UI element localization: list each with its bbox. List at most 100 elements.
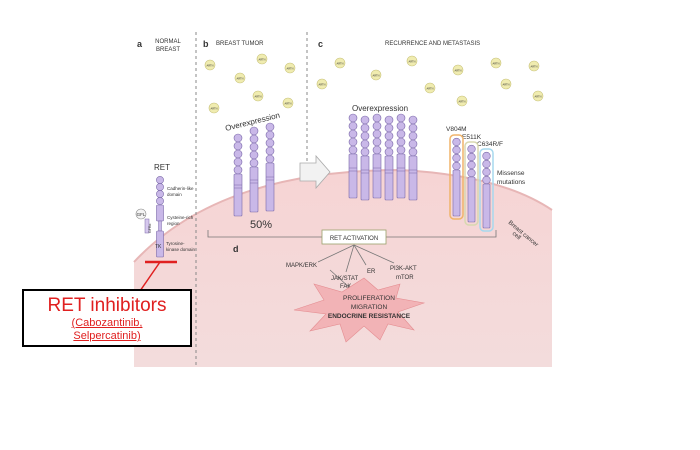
outcome-migration: MIGRATION bbox=[351, 304, 388, 311]
mutant-receptor-c634r bbox=[479, 148, 494, 232]
ligand-group: ARTN ARTN ARTN ARTN ARTN ARTN ARTN ARTN … bbox=[204, 53, 544, 114]
metastasis-receptor bbox=[408, 115, 418, 201]
outcome-starburst bbox=[293, 277, 426, 343]
svg-text:ARTN: ARTN bbox=[286, 67, 293, 71]
ligand: ARTN bbox=[424, 82, 436, 94]
gfl-label: GFL bbox=[137, 212, 146, 217]
panel-d-letter: d bbox=[233, 244, 239, 254]
ligand: ARTN bbox=[452, 64, 464, 76]
normal-ret-receptor: RET GFL GFRα TK Cadherin-like domain Cys… bbox=[135, 163, 196, 258]
missense-label-1: Missense bbox=[497, 170, 525, 177]
panel-a-title-1: NORMAL bbox=[155, 39, 181, 45]
svg-text:ARTN: ARTN bbox=[426, 87, 433, 91]
panel-c-letter: c bbox=[318, 39, 323, 49]
missense-label-2: mutations bbox=[497, 179, 526, 186]
tyrosine-label-1: Tyrosine- bbox=[166, 241, 185, 246]
ligand: ARTN bbox=[334, 57, 346, 69]
ligand: ARTN bbox=[208, 102, 220, 114]
cadherin-label-2: domain bbox=[167, 192, 182, 197]
svg-text:ARTN: ARTN bbox=[530, 65, 537, 69]
gfra-label: GFRα bbox=[148, 224, 152, 233]
tyrosine-label-2: kinase domain bbox=[166, 247, 196, 252]
inhibitor-connector bbox=[139, 261, 161, 292]
ligand: ARTN bbox=[256, 53, 268, 65]
svg-text:ARTN: ARTN bbox=[492, 62, 499, 66]
panel-a-title-2: BREAST bbox=[156, 47, 180, 53]
ret-inhibitors-drugs-1: (Cabozantinib, bbox=[71, 317, 143, 329]
svg-text:ARTN: ARTN bbox=[534, 95, 541, 99]
svg-text:ARTN: ARTN bbox=[318, 83, 325, 87]
metastasis-receptor-group bbox=[348, 113, 418, 201]
mutation-c634r: C634R/F bbox=[477, 141, 503, 148]
ligand: ARTN bbox=[500, 78, 512, 90]
panel-a-letter: a bbox=[137, 39, 143, 49]
pathway-mapk: MAPK/ERK bbox=[286, 263, 317, 269]
svg-text:ARTN: ARTN bbox=[254, 95, 261, 99]
pathway-pi3k-akt: PI3K-AKT bbox=[390, 266, 417, 272]
svg-text:ARTN: ARTN bbox=[236, 77, 243, 81]
cysteine-label-2: region bbox=[167, 221, 180, 226]
ligand: ARTN bbox=[456, 95, 468, 107]
pathway-fak: FAK bbox=[340, 284, 351, 290]
ret-inhibitors-drugs-2: Selpercatinib) bbox=[73, 330, 141, 342]
svg-text:ARTN: ARTN bbox=[408, 60, 415, 64]
ret-label: RET bbox=[154, 163, 170, 172]
ret-inhibitors-callout: RET inhibitors (Cabozantinib, Selpercati… bbox=[22, 289, 192, 347]
ligand: ARTN bbox=[490, 57, 502, 69]
ligand: ARTN bbox=[204, 59, 216, 71]
mutant-receptor-v804m bbox=[449, 134, 464, 220]
panel-b-letter: b bbox=[203, 39, 209, 49]
cancer-cell-body bbox=[134, 170, 552, 367]
cadherin-label-1: Cadherin-like bbox=[167, 186, 194, 191]
metastasis-receptor bbox=[348, 113, 358, 199]
ligand: ARTN bbox=[370, 69, 382, 81]
svg-text:ARTN: ARTN bbox=[372, 74, 379, 78]
svg-text:ARTN: ARTN bbox=[458, 100, 465, 104]
ligand: ARTN bbox=[406, 55, 418, 67]
ret-activation-label: RET ACTIVATION bbox=[330, 236, 378, 242]
ret-inhibitors-title: RET inhibitors bbox=[47, 295, 167, 316]
svg-text:ARTN: ARTN bbox=[206, 64, 213, 68]
panel-c-title: RECURRENCE AND METASTASIS bbox=[385, 41, 480, 47]
mutant-receptor-e511k bbox=[464, 141, 479, 226]
progression-arrow bbox=[299, 154, 331, 190]
ligand: ARTN bbox=[284, 62, 296, 74]
outcome-endocrine-resistance: ENDOCRINE RESISTANCE bbox=[328, 313, 411, 320]
mutation-v804m: V804M bbox=[446, 126, 467, 133]
tk-label: TK bbox=[155, 244, 162, 250]
ligand: ARTN bbox=[528, 60, 540, 72]
metastasis-receptor bbox=[372, 113, 382, 199]
cell-label-2: cell bbox=[511, 231, 522, 241]
ligand: ARTN bbox=[532, 90, 544, 102]
svg-text:ARTN: ARTN bbox=[454, 69, 461, 73]
metastasis-receptor bbox=[384, 115, 394, 201]
svg-text:ARTN: ARTN bbox=[336, 62, 343, 66]
ligand: ARTN bbox=[316, 78, 328, 90]
pathway-mtor: mTOR bbox=[396, 275, 414, 281]
outcome-proliferation: PROLIFERATION bbox=[343, 295, 395, 302]
ligand: ARTN bbox=[282, 97, 294, 109]
pathway-er: ER bbox=[367, 269, 376, 275]
overexpression-c-label: Overexpression bbox=[352, 104, 408, 113]
metastasis-receptors: Overexpression bbox=[352, 104, 408, 113]
pathway-arrows bbox=[317, 244, 395, 289]
svg-text:ARTN: ARTN bbox=[502, 83, 509, 87]
svg-text:ARTN: ARTN bbox=[258, 58, 265, 62]
svg-text:ARTN: ARTN bbox=[284, 102, 291, 106]
cell-membrane bbox=[133, 168, 553, 263]
percent-label: 50% bbox=[250, 219, 272, 231]
mutation-e511k: E511K bbox=[462, 134, 482, 141]
cysteine-label-1: Cysteine-rich bbox=[167, 215, 194, 220]
tumor-receptor bbox=[265, 122, 275, 212]
metastasis-receptor bbox=[360, 115, 370, 201]
tumor-receptors: Overexpression bbox=[224, 111, 281, 231]
ret-activation-box bbox=[321, 229, 387, 245]
mutant-receptors: V804M E511K C634R/F Missense bbox=[446, 126, 526, 232]
panel-b-title: BREAST TUMOR bbox=[216, 41, 264, 47]
pathway-jak-stat: JAK/STAT bbox=[331, 276, 358, 282]
ligand: ARTN bbox=[234, 72, 246, 84]
tumor-receptor bbox=[249, 126, 259, 213]
metastasis-receptor bbox=[396, 113, 406, 199]
tumor-receptor bbox=[233, 133, 243, 217]
